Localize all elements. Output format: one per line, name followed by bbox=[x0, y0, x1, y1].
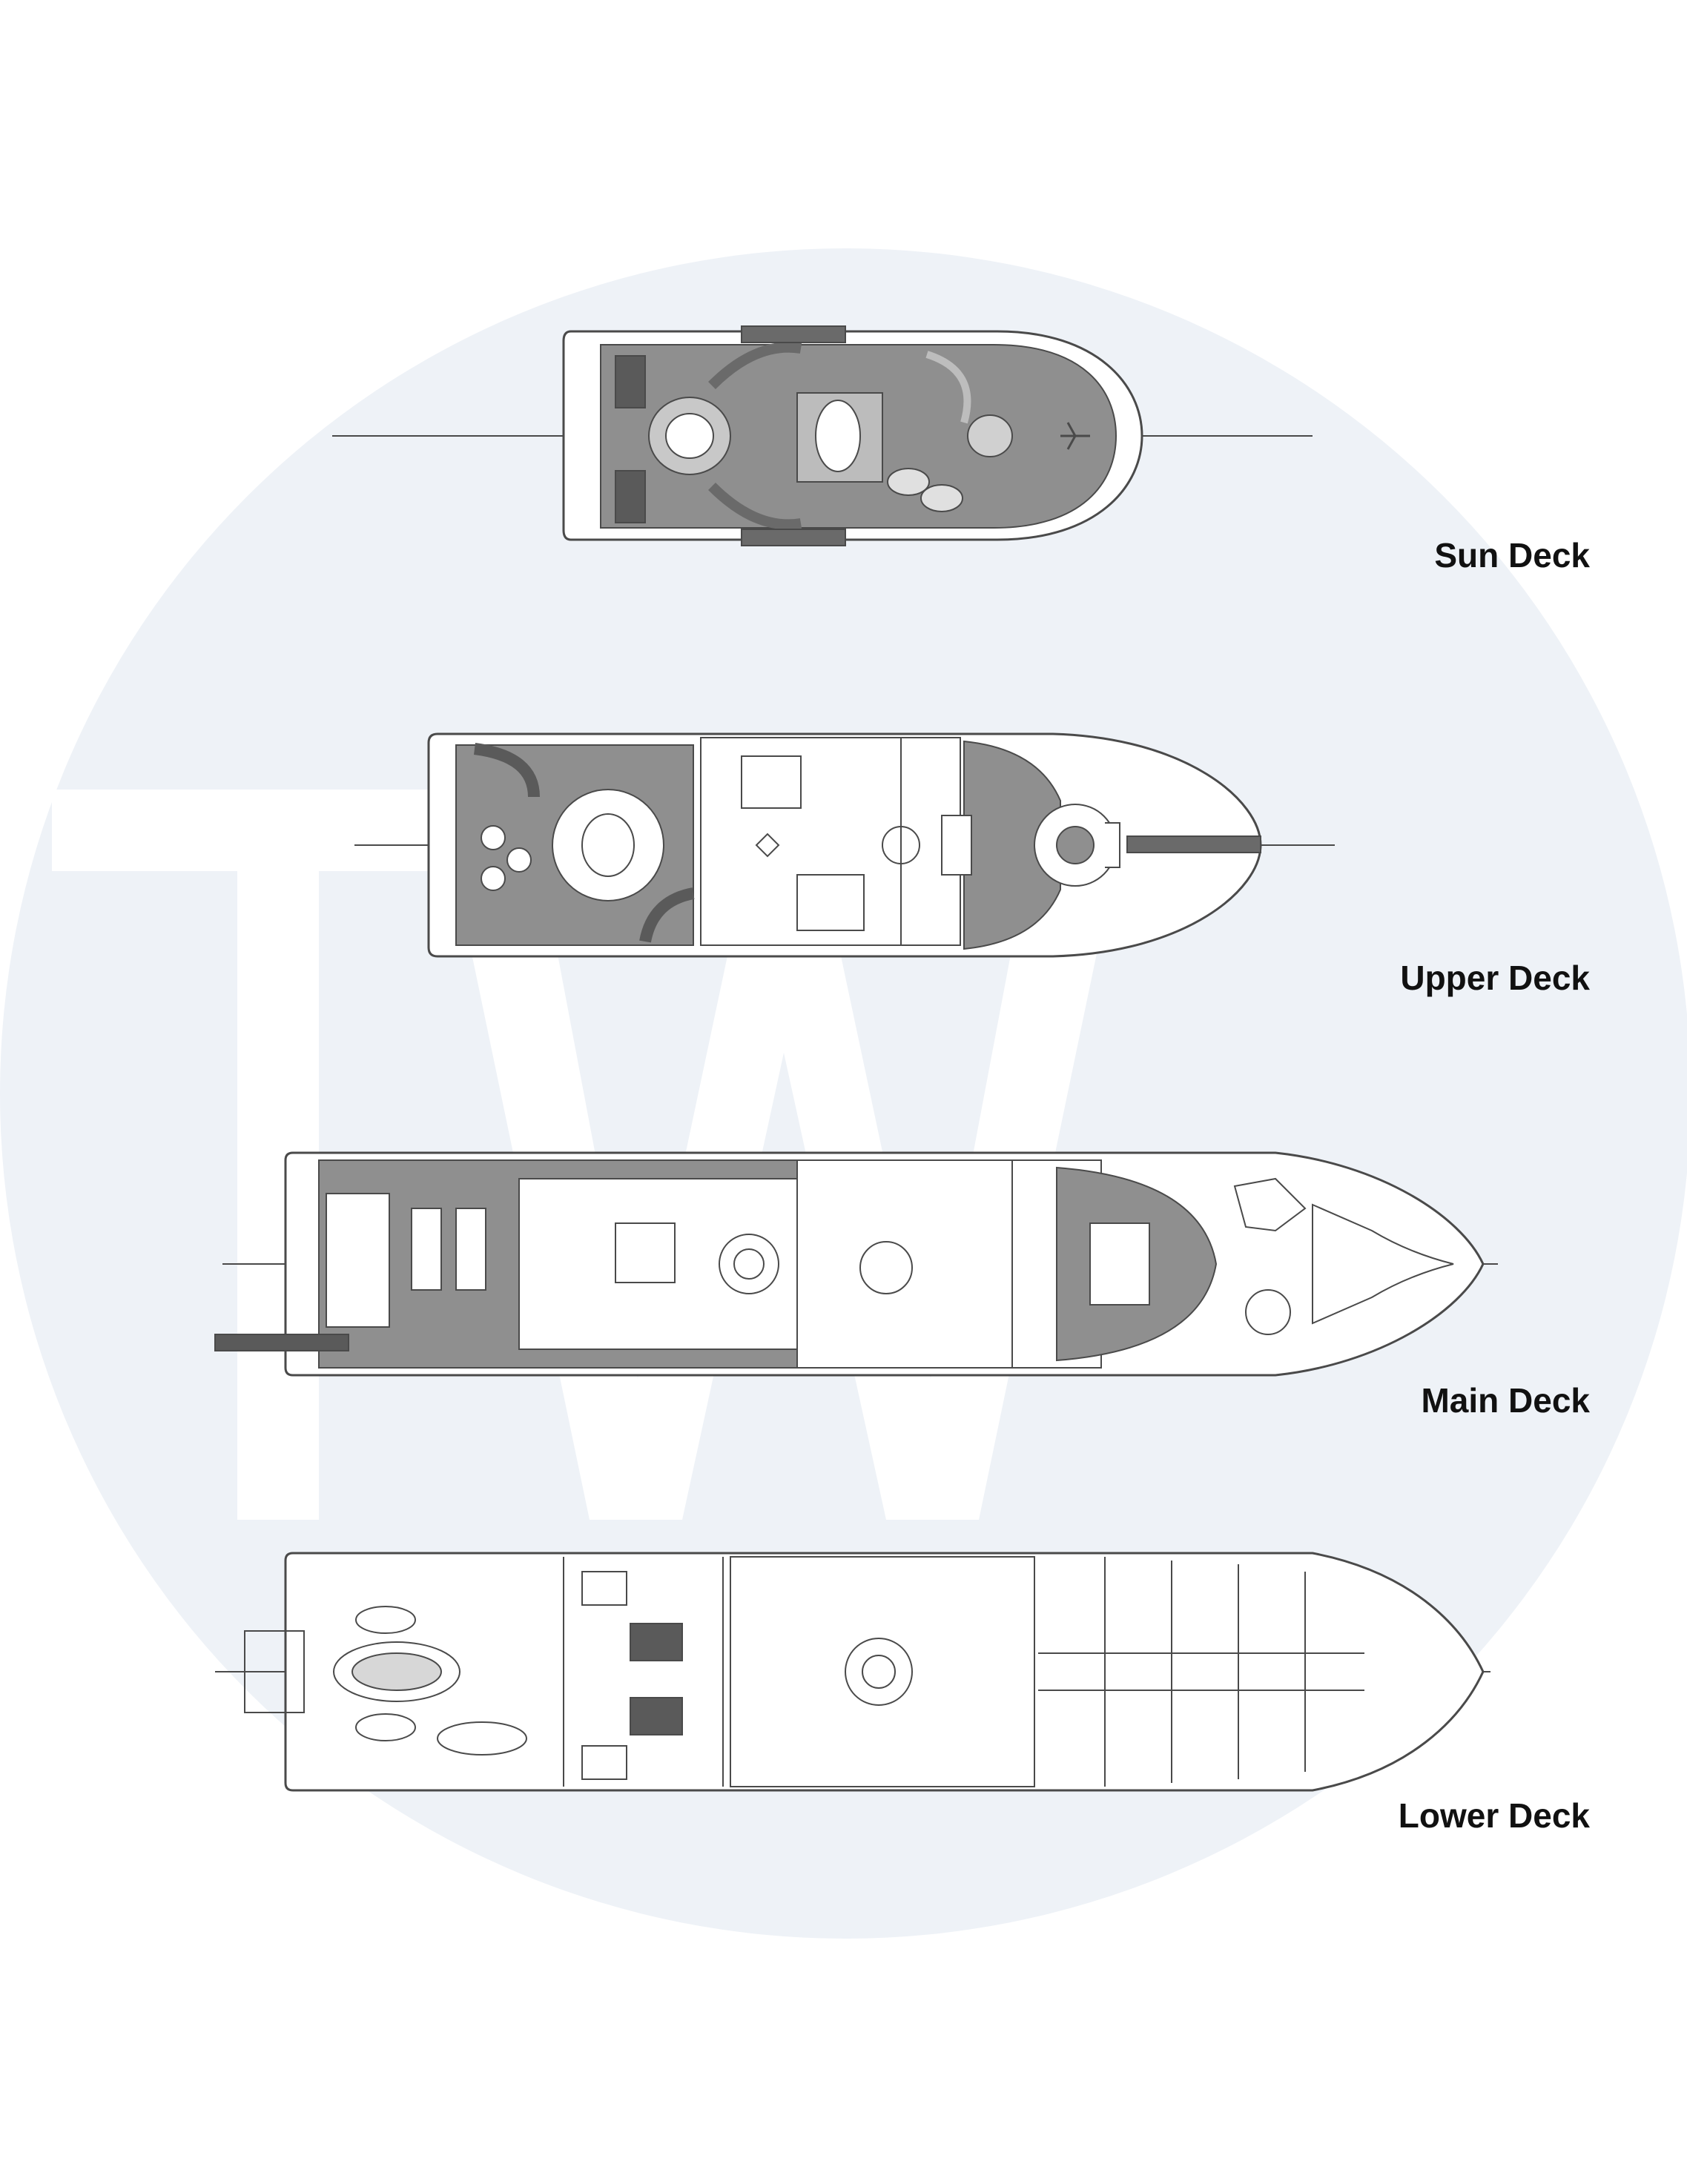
sun-deck-plan bbox=[332, 325, 1313, 546]
main-deck-label: Main Deck bbox=[1421, 1381, 1590, 1420]
upper-deck-label: Upper Deck bbox=[1400, 959, 1590, 997]
sun-deck-label: Sun Deck bbox=[1434, 536, 1590, 575]
upper-deck-plan bbox=[354, 732, 1335, 958]
main-deck-plan bbox=[214, 1151, 1498, 1377]
lower-deck-label: Lower Deck bbox=[1398, 1796, 1590, 1835]
lower-deck-plan bbox=[215, 1552, 1490, 1792]
